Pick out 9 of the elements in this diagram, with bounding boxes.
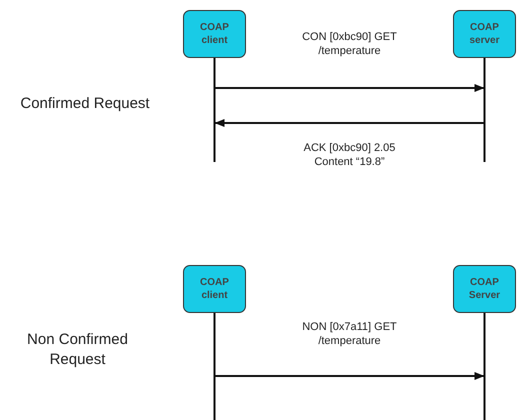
participant-box: COAP client: [183, 10, 246, 58]
participant-box: COAP client: [183, 265, 246, 313]
section-label: Non Confirmed Request: [26, 330, 129, 370]
message-arrow: [216, 84, 484, 92]
message-arrow: [214, 119, 484, 127]
participant-box: COAP server: [453, 10, 516, 58]
message-arrow: [216, 372, 484, 380]
section-label: Confirmed Request: [19, 94, 151, 114]
participant-box: COAP Server: [453, 265, 516, 313]
